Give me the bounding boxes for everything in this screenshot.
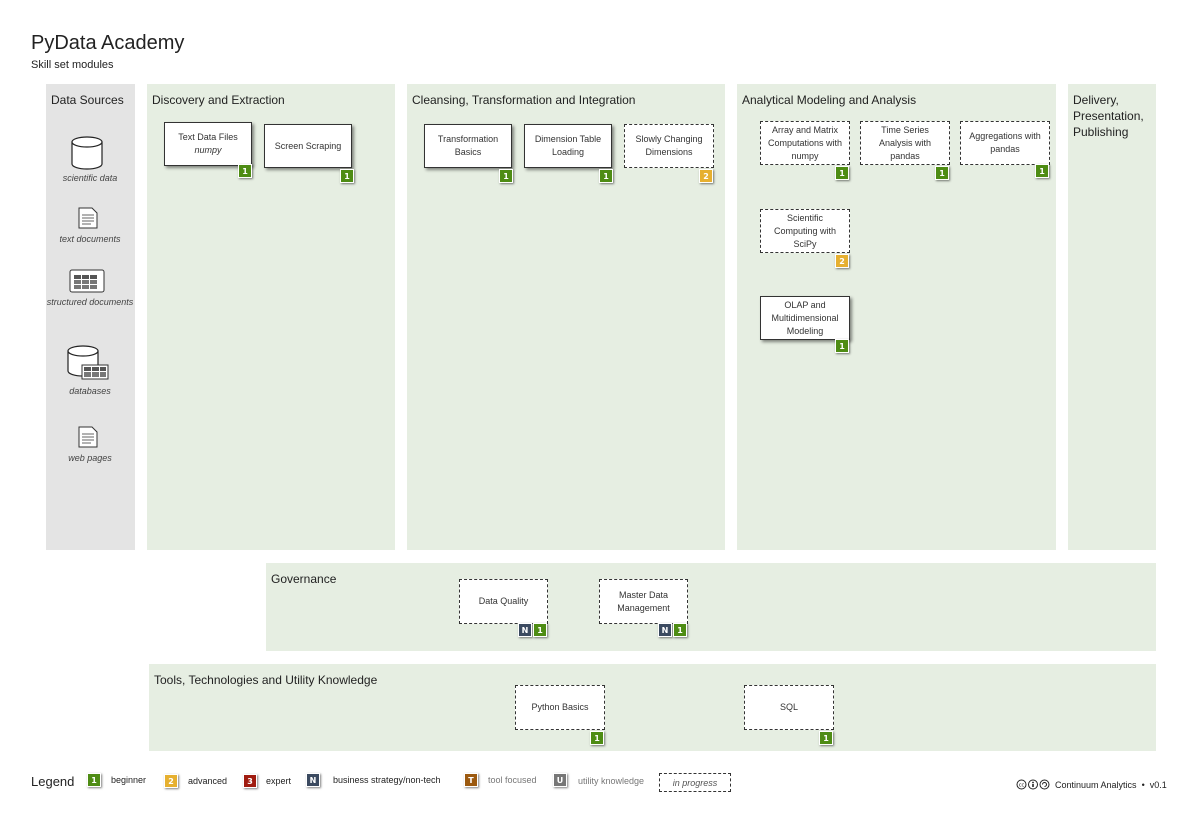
- level-badge-beginner: 1: [590, 731, 604, 745]
- legend-label: utility knowledge: [578, 776, 645, 786]
- module-title: Aggregations with pandas: [969, 131, 1041, 154]
- panel-title: Delivery, Presentation, Publishing: [1073, 93, 1144, 139]
- module-title: Array and Matrix Computations with numpy: [767, 124, 843, 161]
- document-icon: [78, 426, 98, 448]
- level-badge-beginner: 1: [1035, 164, 1049, 178]
- level-badge-advanced: 2: [835, 254, 849, 268]
- cc-by-sa-icon: cc: [1016, 779, 1050, 790]
- legend-badge-utility: U: [553, 773, 567, 787]
- module-title: Text Data Files: [178, 132, 238, 142]
- level-badge-beginner: 1: [599, 169, 613, 183]
- module-data-quality[interactable]: Data Quality: [459, 579, 548, 624]
- footer-separator: •: [1139, 780, 1148, 790]
- module-title: SQL: [779, 702, 798, 712]
- module-sql[interactable]: SQL: [744, 685, 834, 730]
- level-badge-advanced: 2: [699, 169, 713, 183]
- module-text-data-files[interactable]: Text Data Files numpy: [164, 122, 252, 166]
- level-badge-beginner: 1: [935, 166, 949, 180]
- level-badge-beginner: 1: [835, 166, 849, 180]
- legend-label: expert: [266, 776, 292, 786]
- module-scientific-computing[interactable]: Scientific Computing with SciPy: [760, 209, 850, 253]
- governance-panel: Governance: [266, 563, 1156, 651]
- panel-title: Governance: [271, 572, 337, 586]
- legend-badge-non-tech: N: [306, 773, 320, 787]
- legend-title: Legend: [31, 774, 75, 789]
- source-label: web pages: [68, 453, 112, 463]
- footer-version: v0.1: [1149, 780, 1167, 790]
- level-badge-beginner: 1: [533, 623, 547, 637]
- level-badge-beginner: 1: [673, 623, 687, 637]
- module-title: Slowly Changing Dimensions: [635, 134, 703, 157]
- module-transformation-basics[interactable]: Transformation Basics: [424, 124, 512, 168]
- module-title: Dimension Table Loading: [534, 134, 602, 157]
- level-badge-beginner: 1: [340, 169, 354, 183]
- module-olap[interactable]: OLAP and Multidimensional Modeling: [760, 296, 850, 340]
- panel-title: Tools, Technologies and Utility Knowledg…: [154, 673, 378, 687]
- legend-label: tool focused: [488, 775, 537, 785]
- module-title: Python Basics: [531, 702, 589, 712]
- page-title: PyData Academy: [31, 32, 185, 54]
- document-icon: [78, 207, 98, 229]
- legend-label: business strategy/non-tech: [333, 775, 441, 785]
- panel-title: Cleansing, Transformation and Integratio…: [412, 93, 636, 107]
- module-slowly-changing-dimensions[interactable]: Slowly Changing Dimensions: [624, 124, 714, 168]
- module-title: OLAP and Multidimensional Modeling: [771, 299, 839, 336]
- legend-in-progress: in progress: [659, 773, 731, 792]
- svg-text:cc: cc: [1019, 783, 1025, 789]
- legend-badge-advanced: 2: [164, 774, 178, 788]
- legend-badge-tool: T: [464, 773, 478, 787]
- module-title: Screen Scraping: [274, 140, 342, 151]
- tools-panel: Tools, Technologies and Utility Knowledg…: [149, 664, 1156, 751]
- module-title: Master Data Management: [617, 589, 670, 613]
- module-aggregations[interactable]: Aggregations with pandas: [960, 121, 1050, 165]
- legend-badge-beginner: 1: [87, 773, 101, 787]
- level-badge-non-tech: N: [658, 623, 672, 637]
- panel-title: Data Sources: [51, 93, 124, 107]
- level-badge-beginner: 1: [835, 339, 849, 353]
- legend-label: beginner: [111, 775, 147, 785]
- module-title: Transformation Basics: [437, 134, 499, 157]
- module-title: Time Series Analysis with pandas: [878, 124, 932, 161]
- module-master-data[interactable]: Master Data Management: [599, 579, 688, 624]
- module-title: Data Quality: [478, 596, 529, 606]
- module-title: Scientific Computing with SciPy: [773, 212, 837, 249]
- module-subtitle: numpy: [194, 145, 222, 155]
- module-array-matrix[interactable]: Array and Matrix Computations with numpy: [760, 121, 850, 165]
- source-label: text documents: [59, 234, 121, 244]
- delivery-panel: Delivery, Presentation, Publishing: [1068, 84, 1156, 550]
- legend-label: advanced: [188, 776, 228, 786]
- source-label: structured documents: [46, 297, 134, 307]
- module-dimension-table-loading[interactable]: Dimension Table Loading: [524, 124, 612, 168]
- module-screen-scraping[interactable]: Screen Scraping: [264, 124, 352, 168]
- database-table-icon: [67, 345, 109, 380]
- database-icon: [71, 136, 103, 170]
- level-badge-non-tech: N: [518, 623, 532, 637]
- panel-title: Analytical Modeling and Analysis: [742, 93, 917, 107]
- level-badge-beginner: 1: [499, 169, 513, 183]
- footer-credit: Continuum Analytics • v0.1: [1055, 780, 1167, 790]
- level-badge-beginner: 1: [819, 731, 833, 745]
- legend-label: in progress: [672, 777, 718, 788]
- panel-title: Discovery and Extraction: [152, 93, 285, 107]
- footer-company: Continuum Analytics: [1055, 780, 1137, 790]
- source-label: scientific data: [62, 173, 118, 183]
- module-python-basics[interactable]: Python Basics: [515, 685, 605, 730]
- spreadsheet-icon: [69, 269, 105, 293]
- legend-badge-expert: 3: [243, 774, 257, 788]
- page-subtitle: Skill set modules: [31, 59, 114, 71]
- module-time-series[interactable]: Time Series Analysis with pandas: [860, 121, 950, 165]
- level-badge-beginner: 1: [238, 164, 252, 178]
- source-label: databases: [69, 386, 111, 396]
